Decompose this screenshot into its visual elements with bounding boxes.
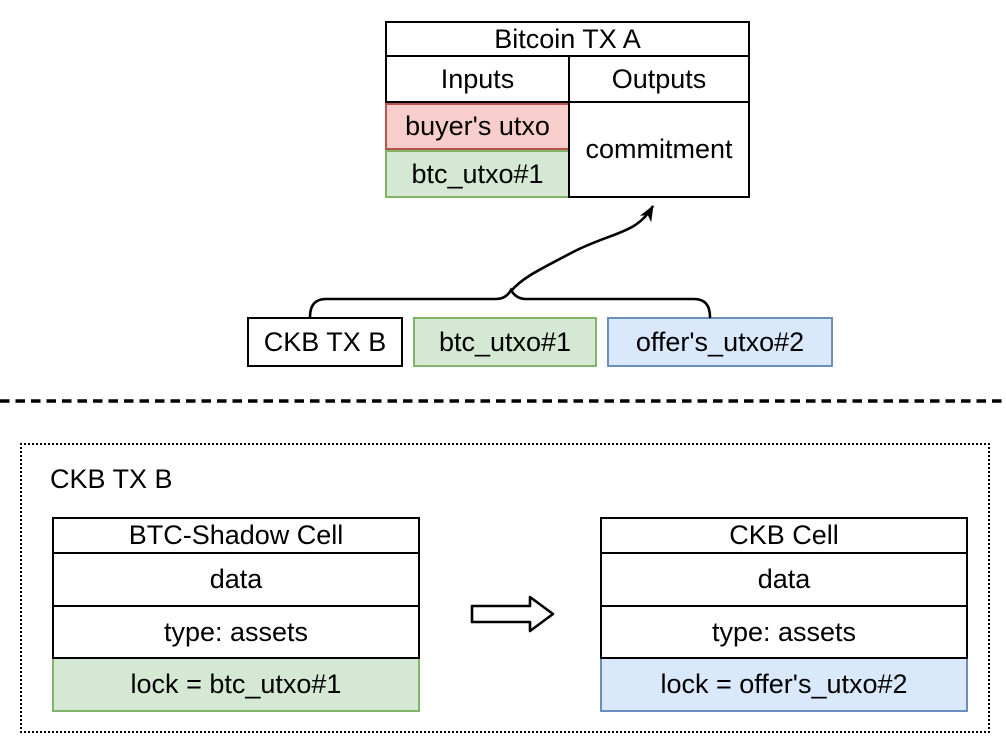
shadow-cell-lock-row: lock = btc_utxo#1: [52, 659, 420, 712]
ckb-cell-table: CKB Cell data type: assets lock = offer'…: [600, 517, 968, 712]
input-btc-utxo-cell: btc_utxo#1: [385, 150, 568, 198]
bitcoin-tx-a-table: Bitcoin TX A Inputs Outputs buyer's utxo…: [385, 21, 750, 198]
horizontal-curly-brace: [308, 287, 712, 319]
offers-utxo-box: offer's_utxo#2: [607, 317, 833, 367]
ckb-cell-data-row: data: [600, 554, 968, 607]
bitcoin-tx-a-title: Bitcoin TX A: [385, 21, 750, 57]
ckb-cell-lock-row: lock = offer's_utxo#2: [600, 659, 968, 712]
ckb-cell-title: CKB Cell: [600, 517, 968, 554]
shadow-cell-type-row: type: assets: [52, 607, 420, 659]
ckb-cell-type-row: type: assets: [600, 607, 968, 659]
input-buyers-utxo-cell: buyer's utxo: [385, 103, 568, 150]
outputs-header: Outputs: [568, 57, 750, 103]
output-commitment-cell: commitment: [568, 103, 750, 198]
ckb-tx-b-container: [20, 443, 990, 733]
shadow-cell-title: BTC-Shadow Cell: [52, 517, 420, 554]
shadow-cell-data-row: data: [52, 554, 420, 607]
ckb-tx-b-box: CKB TX B: [247, 317, 403, 367]
btc-utxo-box: btc_utxo#1: [413, 317, 597, 367]
btc-shadow-cell-table: BTC-Shadow Cell data type: assets lock =…: [52, 517, 420, 712]
inputs-header: Inputs: [385, 57, 568, 103]
curved-connector-arrow-up: [510, 205, 655, 292]
ckb-tx-b-section-label: CKB TX B: [50, 463, 173, 494]
